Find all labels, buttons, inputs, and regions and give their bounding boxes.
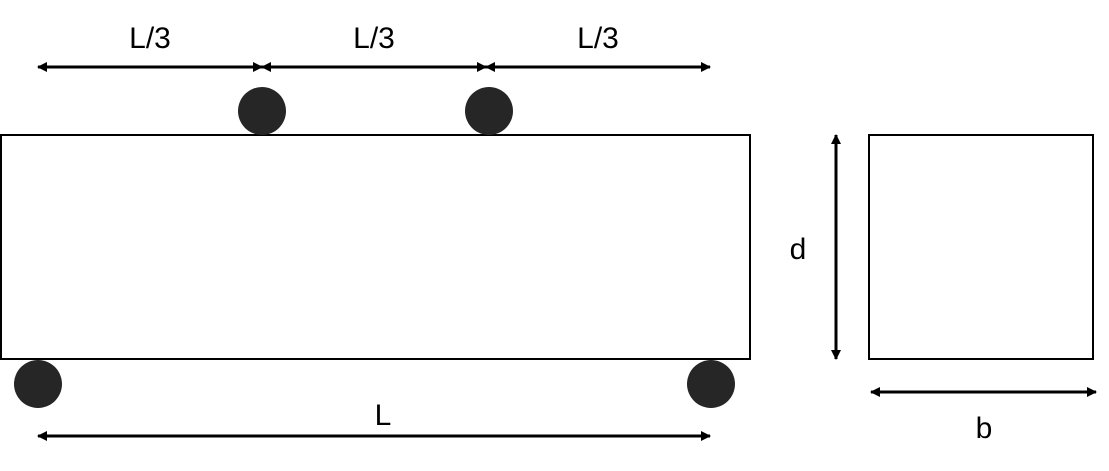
beam-cross-section — [868, 134, 1094, 360]
load-roller-left — [238, 87, 286, 135]
breadth-label: b — [976, 412, 993, 445]
span-label-1: L/3 — [129, 22, 171, 55]
span-label-3: L/3 — [577, 22, 619, 55]
load-roller-right — [465, 87, 513, 135]
depth-label: d — [790, 233, 807, 266]
beam-side-view — [0, 134, 751, 360]
total-length-label: L — [375, 399, 392, 432]
span-label-2: L/3 — [353, 22, 395, 55]
support-roller-right — [687, 360, 735, 408]
support-roller-left — [14, 360, 62, 408]
